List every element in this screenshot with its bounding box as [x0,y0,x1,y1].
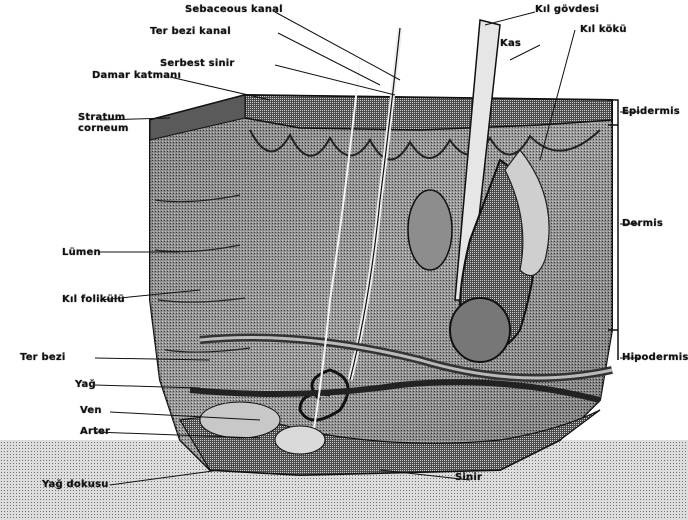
label-left-5: Yağ [75,379,96,390]
label-left-4: Ter bezi [20,352,65,363]
label-left-7: Arter [80,426,110,437]
hair-bulb [450,298,510,362]
fat-lobule [200,402,280,438]
label-top-left-2: Ter bezi kanal [150,26,231,37]
label-left-2: Lümen [62,247,101,258]
label-left-3: Kıl folikülü [62,294,125,305]
sebaceous-gland [408,190,452,270]
fat-lobule [275,426,325,454]
label-bottom-center: Sinir [455,472,482,483]
label-top-right-3: Kıl kökü [580,24,627,35]
label-top-left-1: Sebaceous kanal [185,4,283,15]
label-left-6: Ven [80,405,102,416]
label-left-8: Yağ dokusu [42,479,109,490]
label-right-3: Hipodermis [622,352,688,363]
label-top-left-3: Serbest sinir [160,58,235,69]
label-left-1: Stratum corneum [78,112,158,134]
label-right-1: Epidermis [622,106,680,117]
label-top-left-4: Damar katmanı [92,70,181,81]
label-top-right-1: Kıl gövdesi [535,4,599,15]
label-right-2: Dermis [622,218,663,229]
label-top-right-2: Kas [500,38,521,49]
